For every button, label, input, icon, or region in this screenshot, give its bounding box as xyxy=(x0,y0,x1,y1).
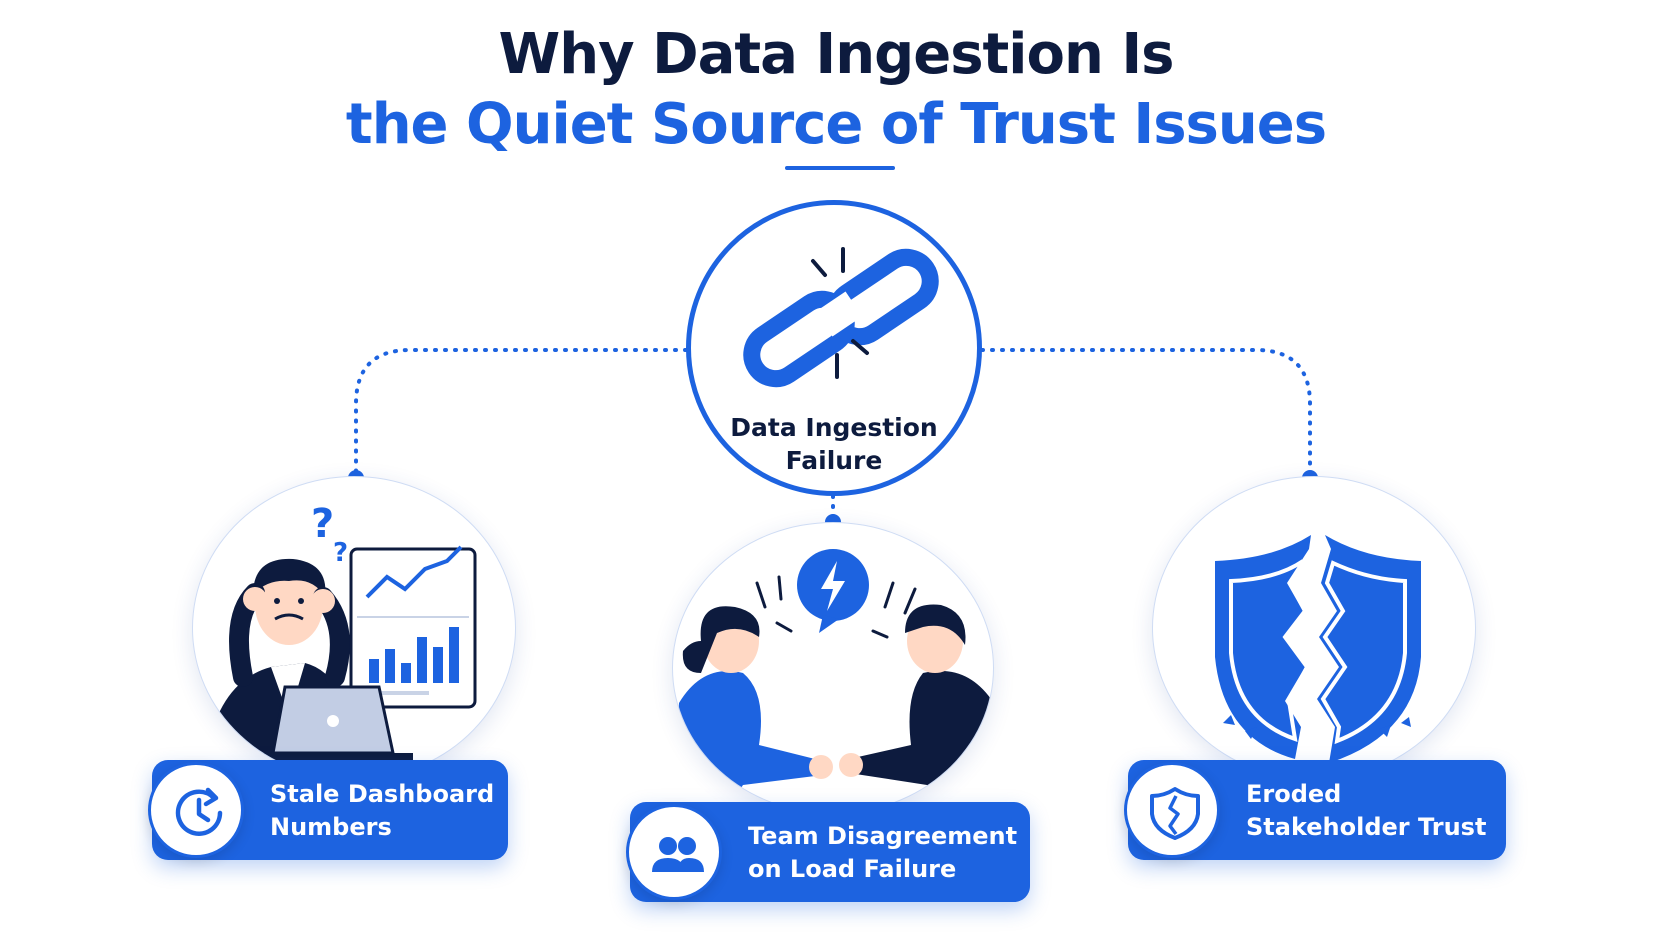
broken-chain-icon xyxy=(743,247,939,388)
node-label-stale-dashboard: Stale Dashboard Numbers xyxy=(270,780,495,841)
page-title: Why Data Ingestion Is xyxy=(498,22,1174,87)
clock-refresh-icon xyxy=(175,787,223,836)
node-illustration-team-disagreement xyxy=(672,522,994,814)
connector-left xyxy=(354,348,688,478)
badge-shield xyxy=(1124,762,1220,858)
node-label-eroded-trust: Eroded Stakeholder Trust xyxy=(1246,780,1487,841)
node-illustration-eroded-trust xyxy=(1152,476,1476,780)
users-icon xyxy=(652,837,704,872)
hub-label: Data Ingestion Failure xyxy=(730,413,938,475)
svg-text:?: ? xyxy=(311,501,334,547)
badge-clock xyxy=(148,762,244,858)
node-pill-eroded-trust: Eroded Stakeholder Trust xyxy=(1124,760,1506,860)
badge-users xyxy=(626,804,722,900)
node-label-team-disagreement: Team Disagreement on Load Failure xyxy=(748,822,1018,883)
node-illustration-stale-dashboard: ? ? xyxy=(192,476,516,780)
hub-circle: Data Ingestion Failure xyxy=(686,200,982,496)
connector-right xyxy=(980,348,1312,478)
cracked-shield-icon xyxy=(1150,787,1200,840)
node-pill-stale-dashboard: Stale Dashboard Numbers xyxy=(148,760,508,860)
title-underline xyxy=(785,166,895,170)
svg-text:?: ? xyxy=(333,538,348,568)
node-pill-team-disagreement: Team Disagreement on Load Failure xyxy=(626,802,1030,902)
page-subtitle: the Quiet Source of Trust Issues xyxy=(345,92,1327,157)
